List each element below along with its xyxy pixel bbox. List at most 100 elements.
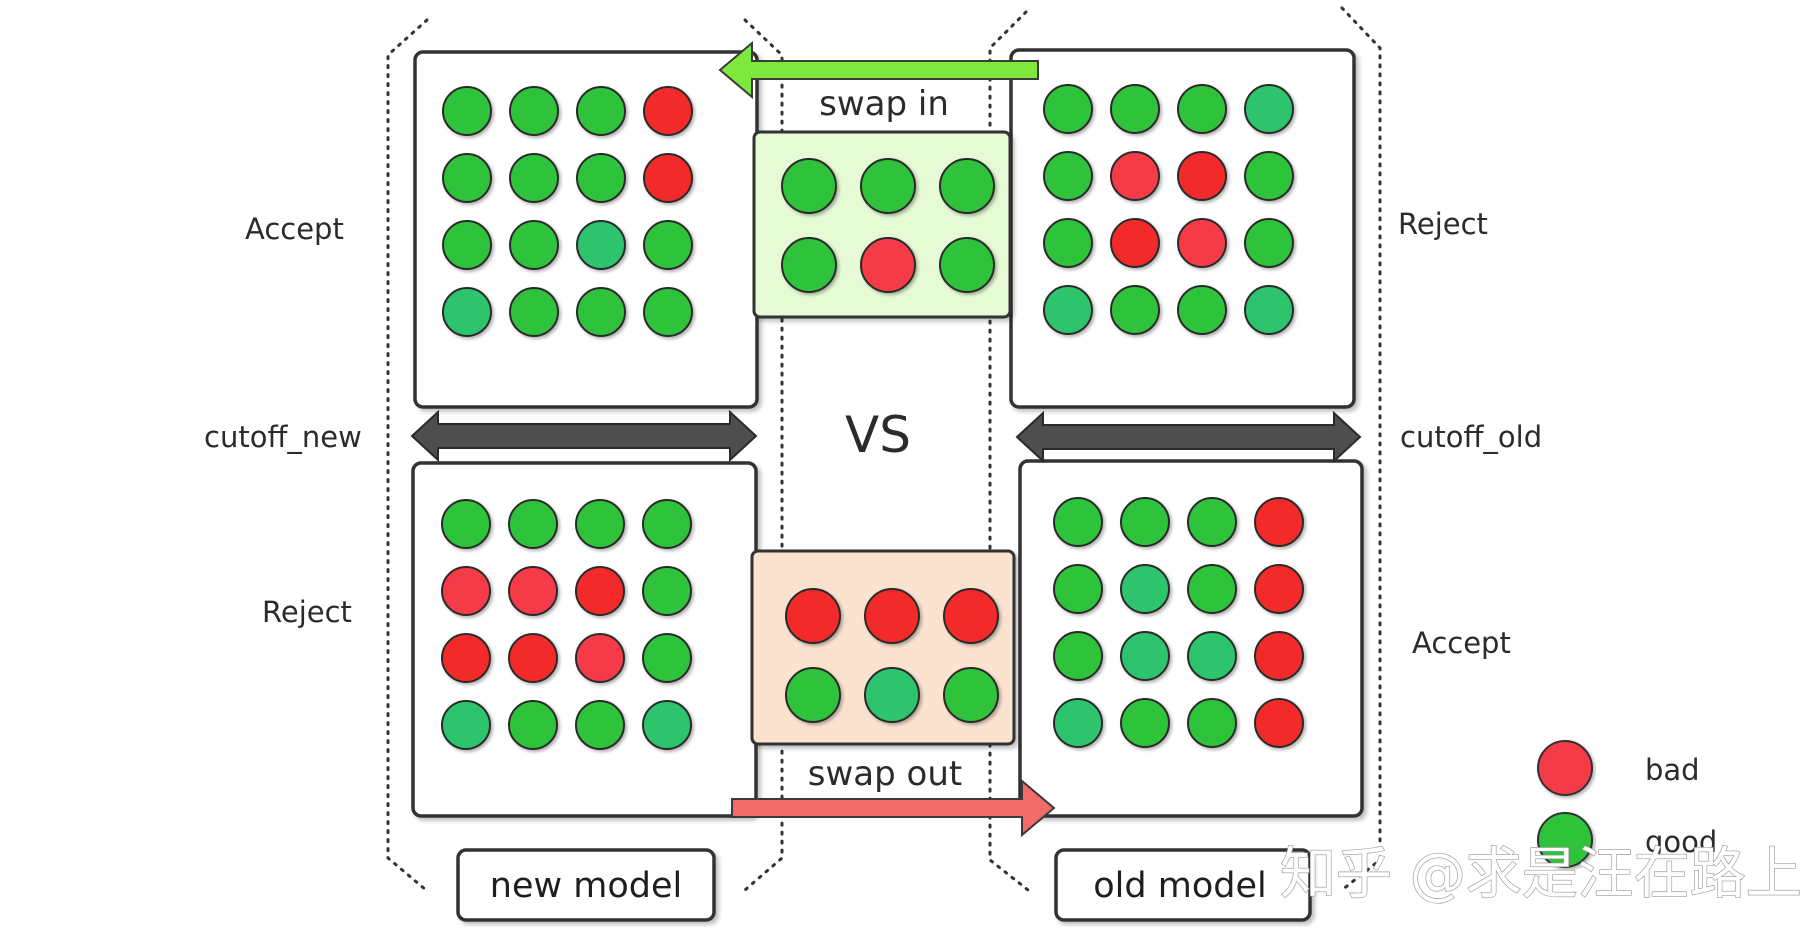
- good-sample-dot: [642, 700, 692, 750]
- good-sample-dot: [508, 499, 558, 549]
- old-model-label: old model: [1093, 866, 1266, 906]
- old-accept-label: Accept: [1412, 626, 1511, 660]
- good-sample-dot: [442, 86, 492, 136]
- swap-out-arrow: [731, 778, 1056, 838]
- good-sample-dot: [642, 633, 692, 683]
- bad-sample-dot: [1254, 698, 1304, 748]
- watermark-text: 知乎 @求是汪在路上: [1280, 842, 1802, 907]
- good-sample-dot: [939, 158, 995, 214]
- good-sample-dot: [576, 86, 626, 136]
- good-sample-dot: [1110, 285, 1160, 335]
- good-sample-dot: [642, 499, 692, 549]
- bad-sample-dot: [575, 633, 625, 683]
- bad-sample-dot: [1110, 218, 1160, 268]
- bad-sample-dot: [441, 566, 491, 616]
- good-sample-dot: [508, 700, 558, 750]
- good-sample-dot: [442, 153, 492, 203]
- new-accept-grid: [442, 86, 693, 337]
- good-sample-dot: [1187, 564, 1237, 614]
- good-sample-dot: [441, 499, 491, 549]
- good-sample-dot: [441, 700, 491, 750]
- good-sample-dot: [643, 220, 693, 270]
- bad-sample-dot: [864, 588, 920, 644]
- old-reject-grid: [1043, 84, 1294, 335]
- cutoff-old-label: cutoff_old: [1400, 420, 1542, 454]
- old-model-dotted-frame: [988, 6, 1382, 892]
- legend-bad-label: bad: [1645, 753, 1700, 787]
- cutoff-old-arrow: [1015, 410, 1362, 464]
- good-sample-dot: [943, 667, 999, 723]
- legend-good-dot: [1537, 812, 1593, 868]
- good-sample-dot: [1120, 698, 1170, 748]
- good-sample-dot: [1043, 218, 1093, 268]
- good-sample-dot: [642, 566, 692, 616]
- bad-sample-dot: [1254, 497, 1304, 547]
- good-sample-dot: [1053, 564, 1103, 614]
- good-sample-dot: [1043, 285, 1093, 335]
- good-sample-dot: [509, 86, 559, 136]
- good-sample-dot: [442, 220, 492, 270]
- bad-sample-dot: [943, 588, 999, 644]
- good-sample-dot: [781, 158, 837, 214]
- good-sample-dot: [509, 153, 559, 203]
- new-model-box: [456, 848, 716, 922]
- new-model-label: new model: [490, 866, 682, 906]
- vs-label: VS: [845, 406, 911, 464]
- bad-sample-dot: [1110, 151, 1160, 201]
- bad-sample-dot: [508, 633, 558, 683]
- new-accept-label: Accept: [245, 212, 344, 246]
- good-sample-dot: [1177, 84, 1227, 134]
- good-sample-dot: [781, 237, 837, 293]
- good-sample-dot: [1120, 631, 1170, 681]
- bad-sample-dot: [1254, 631, 1304, 681]
- good-sample-dot: [1187, 698, 1237, 748]
- bad-sample-dot: [441, 633, 491, 683]
- good-sample-dot: [643, 287, 693, 337]
- good-sample-dot: [1244, 218, 1294, 268]
- good-sample-dot: [1110, 84, 1160, 134]
- bad-sample-dot: [1177, 218, 1227, 268]
- bad-sample-dot: [508, 566, 558, 616]
- good-sample-dot: [442, 287, 492, 337]
- good-sample-dot: [1043, 84, 1093, 134]
- legend: bad good: [1537, 740, 1717, 868]
- bad-sample-dot: [575, 566, 625, 616]
- swap-in-grid: [781, 158, 995, 293]
- new-reject-grid: [441, 499, 692, 750]
- good-sample-dot: [1053, 631, 1103, 681]
- bad-sample-dot: [1254, 564, 1304, 614]
- good-sample-dot: [576, 220, 626, 270]
- good-sample-dot: [575, 499, 625, 549]
- good-sample-dot: [939, 237, 995, 293]
- good-sample-dot: [509, 287, 559, 337]
- good-sample-dot: [1053, 698, 1103, 748]
- good-sample-dot: [1177, 285, 1227, 335]
- good-sample-dot: [1244, 84, 1294, 134]
- cutoff-new-arrow: [410, 409, 758, 463]
- bad-sample-dot: [785, 588, 841, 644]
- good-sample-dot: [864, 667, 920, 723]
- new-model-dotted-frame: [386, 18, 784, 892]
- new-reject-label: Reject: [262, 595, 352, 629]
- good-sample-dot: [509, 220, 559, 270]
- good-sample-dot: [1244, 151, 1294, 201]
- swap-out-grid: [785, 588, 999, 723]
- swap-in-label: swap in: [819, 84, 949, 124]
- good-sample-dot: [1244, 285, 1294, 335]
- old-reject-label: Reject: [1398, 207, 1488, 241]
- good-sample-dot: [1043, 151, 1093, 201]
- good-sample-dot: [576, 287, 626, 337]
- legend-good-label: good: [1645, 825, 1717, 859]
- good-sample-dot: [785, 667, 841, 723]
- old-accept-grid: [1053, 497, 1304, 748]
- bad-sample-dot: [643, 86, 693, 136]
- good-sample-dot: [860, 158, 916, 214]
- legend-bad-dot: [1537, 740, 1593, 796]
- good-sample-dot: [1053, 497, 1103, 547]
- good-sample-dot: [576, 153, 626, 203]
- bad-sample-dot: [643, 153, 693, 203]
- old-model-box: [1054, 848, 1312, 922]
- good-sample-dot: [1187, 497, 1237, 547]
